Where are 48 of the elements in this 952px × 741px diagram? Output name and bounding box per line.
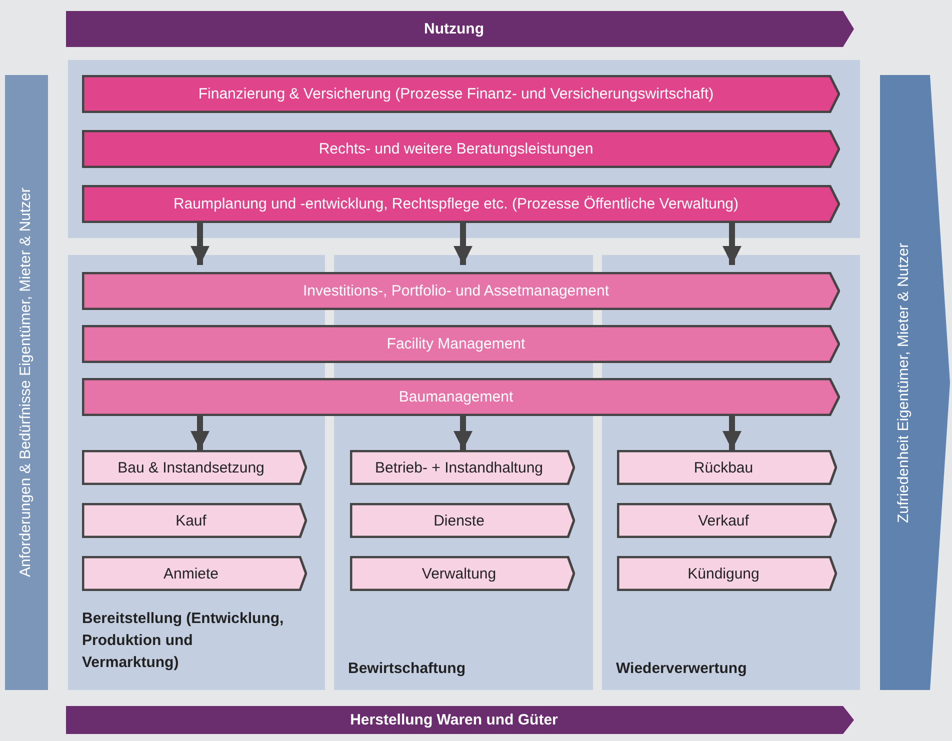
process-arrow-box [350,450,575,485]
box-label: Raumplanung und -entwicklung, Rechtspflege etc. (Prozesse Öffentliche Verwaltung) [172,196,740,212]
box-label: Bau & Instandsetzung [116,459,266,476]
box-label: Rückbau [692,459,754,476]
vertical-band [5,75,48,690]
arrow [190,416,210,450]
process-arrow-box [617,556,837,591]
process-arrow-bar [82,75,840,113]
arrow [453,223,473,265]
process-arrow-bar [82,325,840,363]
arrow [453,416,473,450]
process-arrow-box [350,556,575,591]
box-label: Facility Management [386,336,526,352]
band-label: Zufriedenheit Eigentümer, Mieter & Nutzer [895,241,912,525]
arrow [722,223,742,265]
outcome-arrow [880,75,950,690]
process-arrow-bar [82,378,840,416]
arrow [190,223,210,265]
band-label: Anforderungen & Bedürfnisse Eigentümer, Mieter & Nutzer [17,186,34,580]
process-arrow-band [65,705,855,735]
box-label: Anmiete [162,565,220,582]
box-label: Dienste [432,512,486,529]
column-title: Bewirtschaftung [348,659,467,679]
arrow [722,416,742,450]
process-arrow-box [350,503,575,538]
process-arrow-box [617,450,837,485]
box-label: Verkauf [697,512,750,529]
box-label: Nutzung [423,20,485,38]
process-arrow-bar [82,185,840,223]
box-label: Kündigung [686,565,760,582]
box-label: Finanzierung & Versicherung (Prozesse Finanz- und Versicherungswirtschaft) [197,86,715,102]
box-label: Verwaltung [420,565,498,582]
process-arrow-box [82,503,307,538]
process-arrow-band [65,10,855,48]
process-arrow-box [82,556,307,591]
column-title: Bereitstellung (Entwicklung, Produktion und Vermarktung) [82,609,285,673]
process-panel [68,60,860,238]
process-arrow-bar [82,272,840,310]
box-label: Rechts- und weitere Beratungsleistungen [318,140,594,158]
box-label: Baumanagement [398,388,514,406]
process-arrow-box [617,503,837,538]
box-label: Investitions-, Portfolio- und Assetmanagement [302,282,610,300]
box-label: Herstellung Waren und Güter [349,712,559,728]
box-label: Kauf [174,512,208,529]
box-label: Betrieb- + Instandhaltung [374,459,544,476]
process-arrow-bar [82,130,840,168]
process-arrow-box [82,450,307,485]
column-title: Wiederverwertung [616,659,748,679]
